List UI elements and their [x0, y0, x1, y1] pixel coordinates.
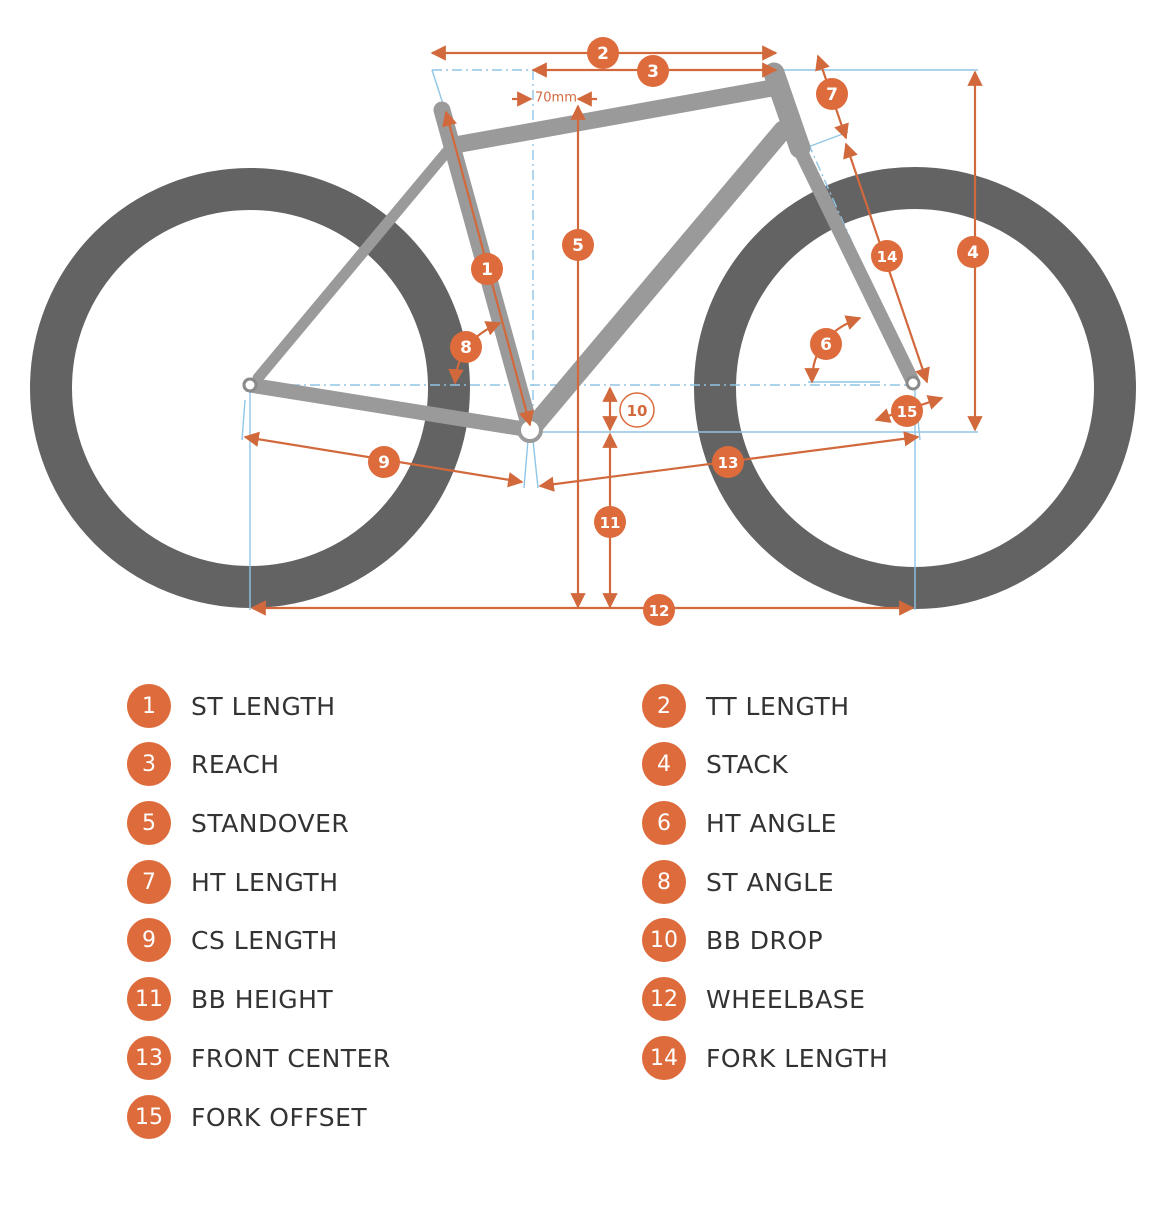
seat-offset-label: 70mm — [535, 91, 577, 106]
svg-text:8: 8 — [460, 338, 472, 358]
svg-text:14: 14 — [877, 248, 898, 266]
svg-text:1: 1 — [481, 260, 493, 280]
badge-6: 6 — [810, 328, 842, 360]
legend-badge: 8 — [642, 860, 686, 904]
badge-1: 1 — [471, 253, 503, 285]
legend-item-st-angle: 8 ST ANGLE — [642, 860, 834, 904]
legend-label: STANDOVER — [191, 808, 350, 838]
svg-text:2: 2 — [597, 44, 609, 64]
legend-item-stack: 4 STACK — [642, 742, 788, 786]
svg-text:10: 10 — [627, 402, 648, 420]
badge-9: 9 — [368, 446, 400, 478]
legend-label: REACH — [191, 749, 280, 779]
legend-label: TT LENGTH — [706, 691, 850, 721]
legend-item-bb-height: 11 BB HEIGHT — [127, 977, 333, 1021]
legend-item-bb-drop: 10 BB DROP — [642, 918, 823, 962]
legend-label: FORK OFFSET — [191, 1102, 368, 1132]
legend-badge: 15 — [127, 1095, 171, 1139]
legend-badge: 9 — [127, 918, 171, 962]
svg-text:6: 6 — [820, 335, 832, 355]
badge-7: 7 — [816, 78, 848, 110]
legend-badge: 14 — [642, 1036, 686, 1080]
legend-badge: 5 — [127, 801, 171, 845]
legend-badge: 4 — [642, 742, 686, 786]
legend-label: WHEELBASE — [706, 984, 866, 1014]
legend-label: HT LENGTH — [191, 867, 339, 897]
legend-item-cs-length: 9 CS LENGTH — [127, 918, 338, 962]
legend-badge: 6 — [642, 801, 686, 845]
legend-badge: 10 — [642, 918, 686, 962]
legend-item-ht-angle: 6 HT ANGLE — [642, 801, 837, 845]
legend-item-standover: 5 STANDOVER — [127, 801, 349, 845]
badge-8: 8 — [450, 331, 482, 363]
legend-badge: 7 — [127, 860, 171, 904]
legend-label: STACK — [706, 749, 789, 779]
legend-label: HT ANGLE — [706, 808, 837, 838]
legend-label: ST ANGLE — [706, 867, 834, 897]
svg-text:13: 13 — [718, 454, 739, 472]
legend-item-fork-offset: 15 FORK OFFSET — [127, 1095, 367, 1139]
legend-item-front-center: 13 FRONT CENTER — [127, 1036, 391, 1080]
legend-label: BB HEIGHT — [191, 984, 334, 1014]
legend-badge: 12 — [642, 977, 686, 1021]
badge-13: 13 — [712, 446, 744, 478]
svg-text:7: 7 — [826, 85, 838, 105]
legend-label: ST LENGTH — [191, 691, 336, 721]
svg-text:12: 12 — [649, 602, 670, 620]
diagram-badges: 1 2 3 4 5 6 7 — [368, 37, 989, 626]
legend-badge: 2 — [642, 684, 686, 728]
legend-item-reach: 3 REACH — [127, 742, 280, 786]
legend-badge: 1 — [127, 684, 171, 728]
legend-badge: 3 — [127, 742, 171, 786]
badge-11: 11 — [594, 506, 626, 538]
badge-3: 3 — [637, 55, 669, 87]
legend-item-wheelbase: 12 WHEELBASE — [642, 977, 865, 1021]
badge-14: 14 — [871, 240, 903, 272]
bike-geometry-diagram: 70mm 1 2 3 4 5 — [30, 37, 1136, 626]
legend-item-tt-length: 2 TT LENGTH — [642, 684, 850, 728]
svg-text:15: 15 — [897, 403, 918, 421]
legend-label: FORK LENGTH — [706, 1043, 889, 1073]
svg-text:5: 5 — [572, 236, 584, 256]
legend-label: CS LENGTH — [191, 925, 338, 955]
badge-4: 4 — [957, 236, 989, 268]
rear-dropout — [242, 377, 258, 393]
seat-stay — [252, 142, 456, 384]
legend-item-ht-length: 7 HT LENGTH — [127, 860, 339, 904]
legend-label: FRONT CENTER — [191, 1043, 391, 1073]
badge-5: 5 — [562, 229, 594, 261]
legend-badge: 13 — [127, 1036, 171, 1080]
svg-text:11: 11 — [600, 514, 621, 532]
legend-label: BB DROP — [706, 925, 824, 955]
svg-text:4: 4 — [967, 243, 979, 263]
badge-12: 12 — [643, 594, 675, 626]
badge-10: 10 — [619, 392, 655, 428]
legend-item-st-length: 1 ST LENGTH — [127, 684, 336, 728]
svg-text:9: 9 — [378, 453, 390, 473]
badge-2: 2 — [587, 37, 619, 69]
legend-item-fork-length: 14 FORK LENGTH — [642, 1036, 888, 1080]
legend-badge: 11 — [127, 977, 171, 1021]
head-tube — [763, 62, 811, 159]
badge-15: 15 — [891, 395, 923, 427]
svg-text:3: 3 — [647, 62, 659, 82]
